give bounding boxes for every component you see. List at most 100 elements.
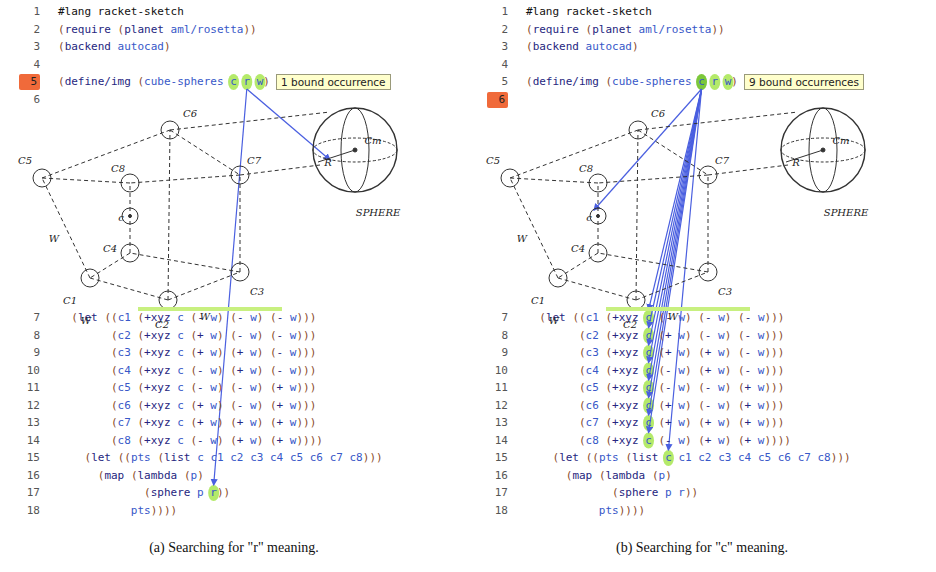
line-number: 1: [486, 4, 508, 20]
line-number: 4: [486, 57, 508, 73]
code-line: (sphere p r)): [58, 485, 230, 501]
caption: (b) Searching for "c" meaning.: [616, 540, 788, 556]
line-number: 12: [486, 398, 508, 414]
code-line: (c4 (+xyz c (- w) (+ w) (- w))): [58, 363, 316, 379]
code-line: (c5 (+xyz c (- w) (- w) (+ w))): [58, 380, 316, 396]
sketch-label: C6: [183, 108, 197, 119]
tooltip-text: 1 bound occurrence: [281, 76, 386, 88]
sketch-label: c: [118, 212, 124, 223]
line-number: 18: [486, 503, 508, 519]
code-line: (c2 (+xyz c (+ w) (- w) (- w))): [58, 328, 316, 344]
code-line: pts)))): [526, 503, 645, 519]
line-number: 3: [486, 39, 508, 55]
line-number: 11: [18, 380, 40, 396]
code-line: (require (planet aml/rosetta)): [58, 22, 257, 38]
sketch-label: W: [81, 315, 91, 326]
code-line: (c7 (+xyz c (+ w) (+ w) (+ w))): [58, 415, 316, 431]
binding-highlight: [643, 415, 654, 431]
line-number: 17: [486, 485, 508, 501]
line-number: 7: [18, 310, 40, 326]
code-line: (c4 (+xyz c (- w) (+ w) (- w))): [526, 363, 784, 379]
tooltip-box: 9 bound occurrences: [744, 74, 864, 90]
sketch-label: C4: [103, 243, 117, 254]
sketch-label: c: [586, 212, 592, 223]
sketch-label: C8: [579, 163, 593, 174]
binding-highlight: [643, 433, 654, 449]
binding-arrow: [214, 89, 247, 485]
sketch-label: C3: [250, 286, 264, 297]
code-line: (c8 (+xyz c (- w) (+ w) (+ w)))): [58, 433, 323, 449]
sketch-label: C1: [63, 295, 77, 306]
line-number: 3: [18, 39, 40, 55]
sketch-label: R: [792, 157, 800, 168]
sketch-label: C3: [718, 286, 732, 297]
line-number: 13: [18, 415, 40, 431]
line-number: 4: [18, 57, 40, 73]
code-line: #lang racket-sketch: [58, 4, 184, 20]
sketch-label: C5: [486, 155, 500, 166]
code-line: (define/img (cube-spheres c r w): [526, 74, 738, 90]
line-number: 8: [486, 328, 508, 344]
line-number: 6: [18, 92, 40, 108]
code-line: (backend autocad): [526, 39, 639, 55]
line-number: 14: [18, 433, 40, 449]
line-number: 8: [18, 328, 40, 344]
line-number: 15: [18, 450, 40, 466]
code-line: (c6 (+xyz c (+ w) (- w) (+ w))): [58, 398, 316, 414]
line-number: 11: [486, 380, 508, 396]
code-line: (map (lambda (p): [526, 468, 672, 484]
binding-highlight: [663, 450, 674, 466]
code-line: pts)))): [58, 503, 177, 519]
sketch-label: R: [324, 157, 332, 168]
code-line: (c8 (+xyz c (- w) (+ w) (+ w)))): [526, 433, 791, 449]
sketch-label: C1: [531, 295, 545, 306]
line-number: 10: [486, 363, 508, 379]
line-number: 5: [19, 74, 40, 90]
sketch-label: W: [49, 233, 59, 244]
binding-highlight: [241, 74, 252, 90]
sketch-label: Cm: [364, 135, 381, 146]
binding-highlight: [709, 74, 720, 90]
binding-arrow: [247, 89, 330, 160]
line-number: 9: [18, 345, 40, 361]
sketch-label: Cm: [832, 135, 849, 146]
code-line: (let ((c1 (+xyz c (- w) (- w) (- w))): [526, 310, 784, 326]
sketch-label: C4: [571, 243, 585, 254]
sketch-label: C7: [247, 155, 261, 166]
code-line: (c3 (+xyz c (+ w) (+ w) (- w))): [58, 345, 316, 361]
code-line: (require (planet aml/rosetta)): [526, 22, 725, 38]
code-line: (c5 (+xyz c (- w) (- w) (+ w))): [526, 380, 784, 396]
code-line: (c6 (+xyz c (+ w) (- w) (+ w))): [526, 398, 784, 414]
sketch-label: W: [200, 311, 210, 322]
code-line: (let ((pts (list c c1 c2 c3 c4 c5 c6 c7 …: [58, 450, 383, 466]
sketch-label: W: [549, 315, 559, 326]
sketch-label: SPHERE: [824, 207, 868, 218]
binding-arrow: [668, 89, 701, 450]
line-number: 15: [486, 450, 508, 466]
code-line: (c3 (+xyz c (+ w) (+ w) (- w))): [526, 345, 784, 361]
tooltip-box: 1 bound occurrence: [276, 74, 391, 90]
code-line: (backend autocad): [58, 39, 171, 55]
code-line: (let ((c1 (+xyz c (- w) (- w) (- w))): [58, 310, 316, 326]
binding-arrow: [594, 89, 702, 210]
line-number: 2: [18, 22, 40, 38]
sketch-label: C7: [715, 155, 729, 166]
code-line: (sphere p r)): [526, 485, 698, 501]
code-line: (map (lambda (p): [58, 468, 204, 484]
line-number: 17: [18, 485, 40, 501]
line-number: 5: [486, 74, 508, 90]
code-line: (c2 (+xyz c (+ w) (- w) (- w))): [526, 328, 784, 344]
line-number: 13: [486, 415, 508, 431]
line-number: 7: [486, 310, 508, 326]
sketch-label: C6: [651, 108, 665, 119]
line-number: 2: [486, 22, 508, 38]
sketch-label: W: [668, 311, 678, 322]
code-line: (c7 (+xyz c (+ w) (+ w) (+ w))): [526, 415, 784, 431]
sketch-label: C5: [18, 155, 32, 166]
sketch-label: SPHERE: [356, 207, 400, 218]
line-number: 12: [18, 398, 40, 414]
binding-highlight: [228, 74, 239, 90]
caption: (a) Searching for "r" meaning.: [149, 540, 319, 556]
code-line: #lang racket-sketch: [526, 4, 652, 20]
sketch-label: C2: [155, 319, 169, 330]
